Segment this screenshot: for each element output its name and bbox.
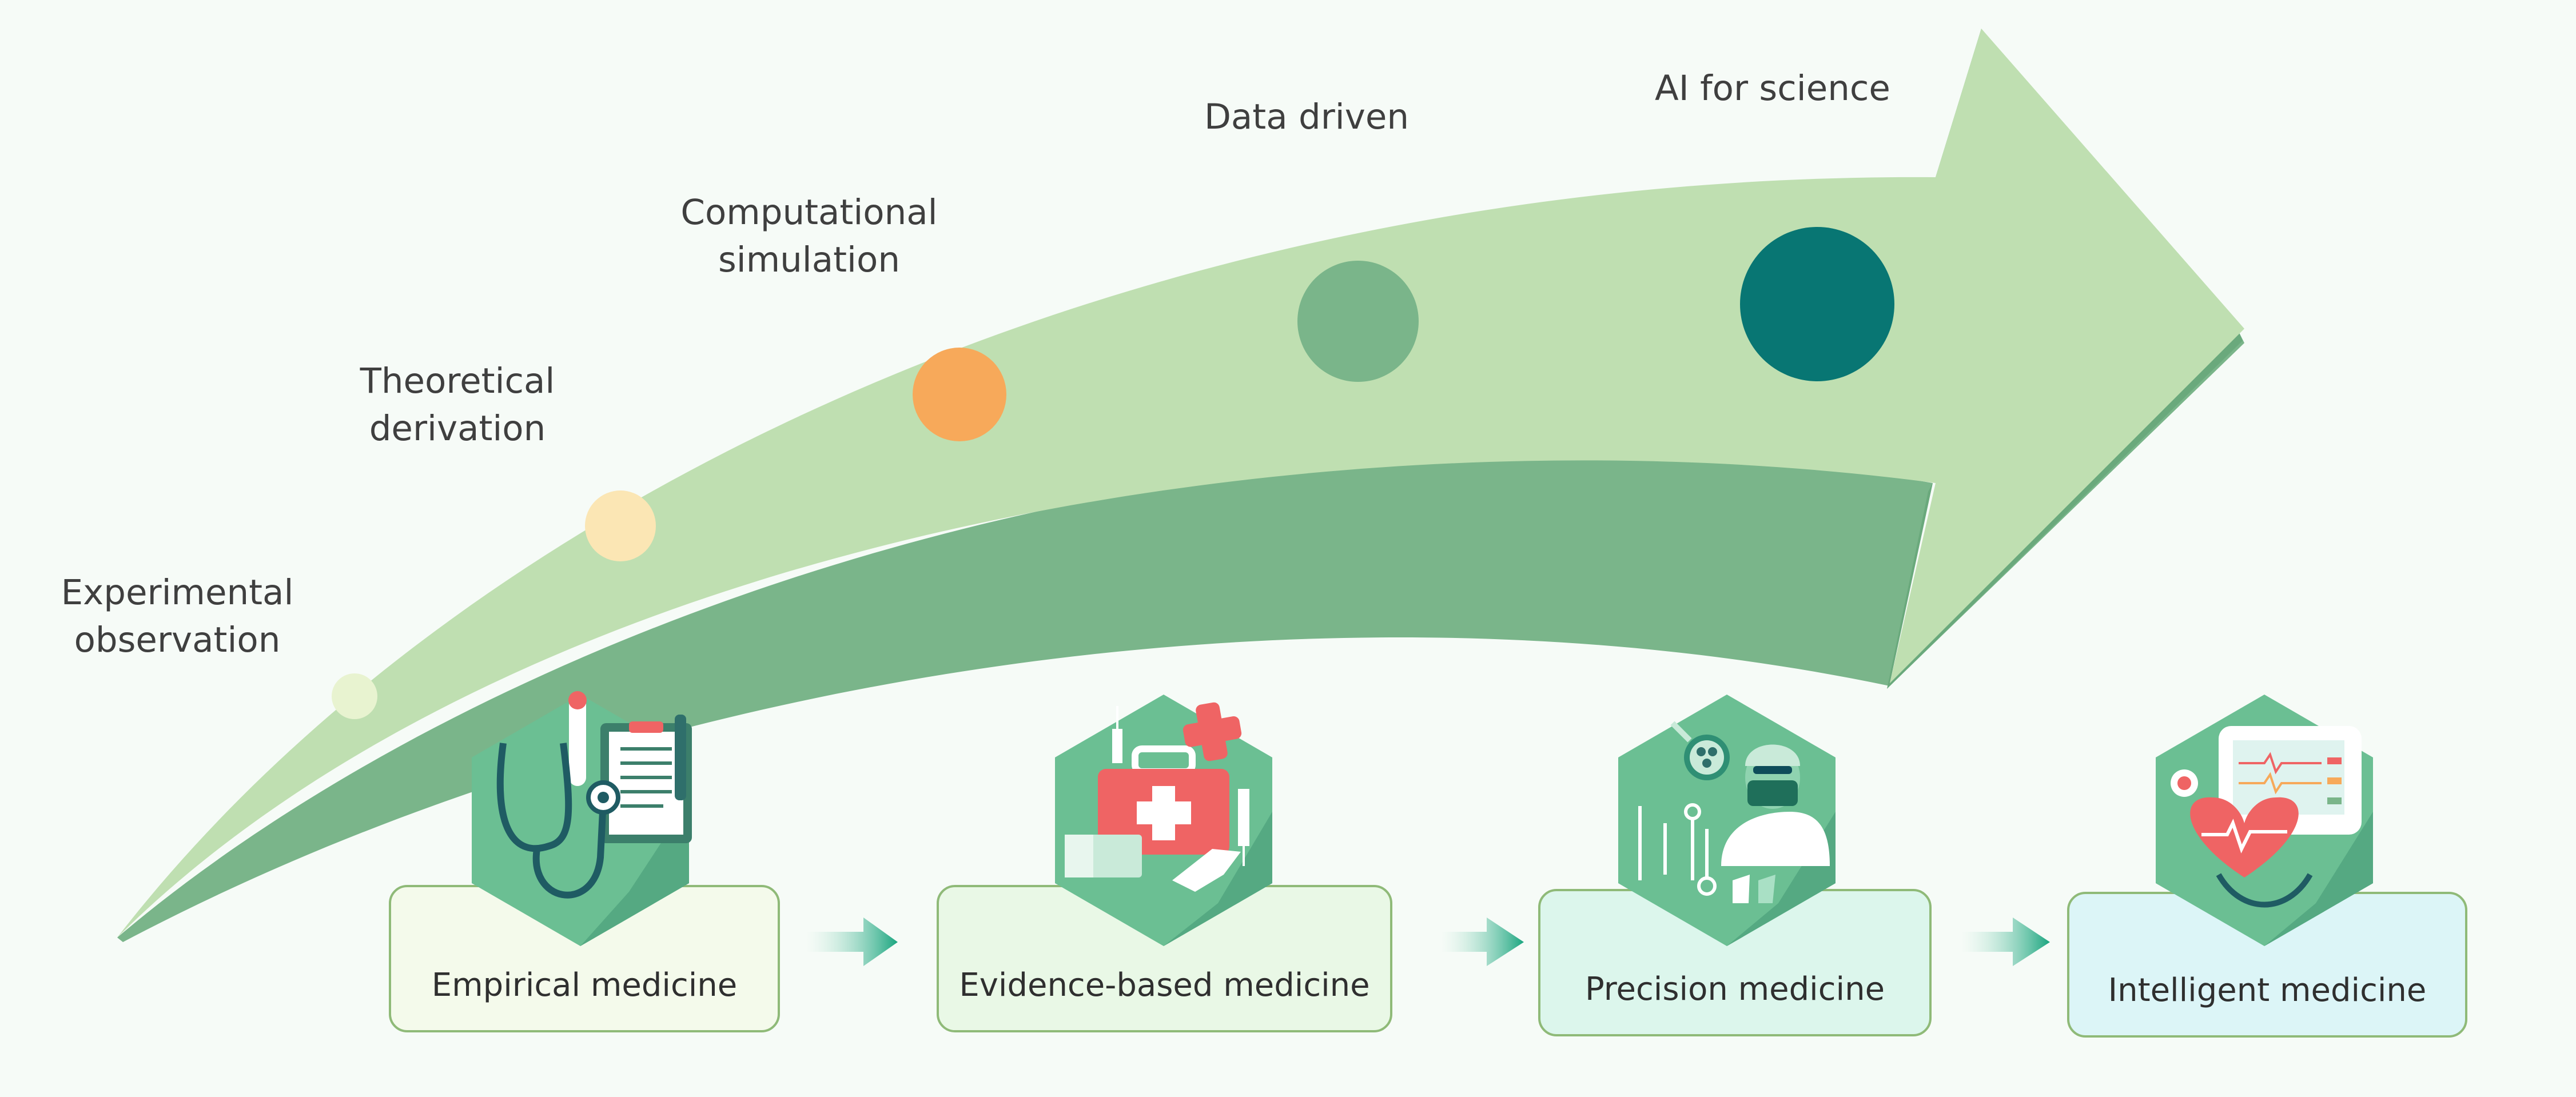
stage-label-line: observation xyxy=(74,620,281,660)
stage-marker-5 xyxy=(1740,227,1894,381)
stage-label-theoretical: Theoretical derivation xyxy=(329,357,586,452)
stethoscope-clipboard-icon xyxy=(472,691,692,946)
medicine-label: Evidence-based medicine xyxy=(959,967,1370,1004)
stage-label-experimental: Experimental observation xyxy=(46,569,309,664)
flow-arrow-icon xyxy=(806,918,898,966)
stage-label-line: derivation xyxy=(369,408,546,449)
stage-label-line: Theoretical xyxy=(360,361,555,401)
surgeon-icon xyxy=(1618,695,1836,946)
stage-marker-4 xyxy=(1297,261,1419,382)
flow-arrow-icon xyxy=(1441,918,1524,966)
medicine-label: Empirical medicine xyxy=(431,967,738,1004)
stage-label-line: Computational xyxy=(680,192,938,233)
arrow-top-face xyxy=(117,29,2244,938)
heart-monitor-icon xyxy=(2156,695,2373,946)
arrow-side-face xyxy=(117,332,2244,942)
stage-label-data-driven: Data driven xyxy=(1178,93,1435,141)
stage-label-line: AI for science xyxy=(1655,68,1890,109)
flow-arrow-icon xyxy=(1961,918,2050,966)
medicine-label: Intelligent medicine xyxy=(2108,972,2427,1009)
medicine-label: Precision medicine xyxy=(1584,971,1885,1008)
arrow-tip-side xyxy=(1887,332,2243,689)
first-aid-kit-icon xyxy=(1055,695,1272,946)
stage-label-line: simulation xyxy=(718,240,900,280)
stage-label-computational: Computational simulation xyxy=(666,189,952,284)
stage-marker-2 xyxy=(585,490,656,561)
stage-marker-3 xyxy=(913,348,1006,441)
stage-label-line: Data driven xyxy=(1204,97,1410,137)
arrow-markers xyxy=(332,227,1894,719)
stage-marker-1 xyxy=(332,673,377,719)
stage-label-ai-for-science: AI for science xyxy=(1624,65,1921,112)
stage-label-line: Experimental xyxy=(61,572,294,613)
